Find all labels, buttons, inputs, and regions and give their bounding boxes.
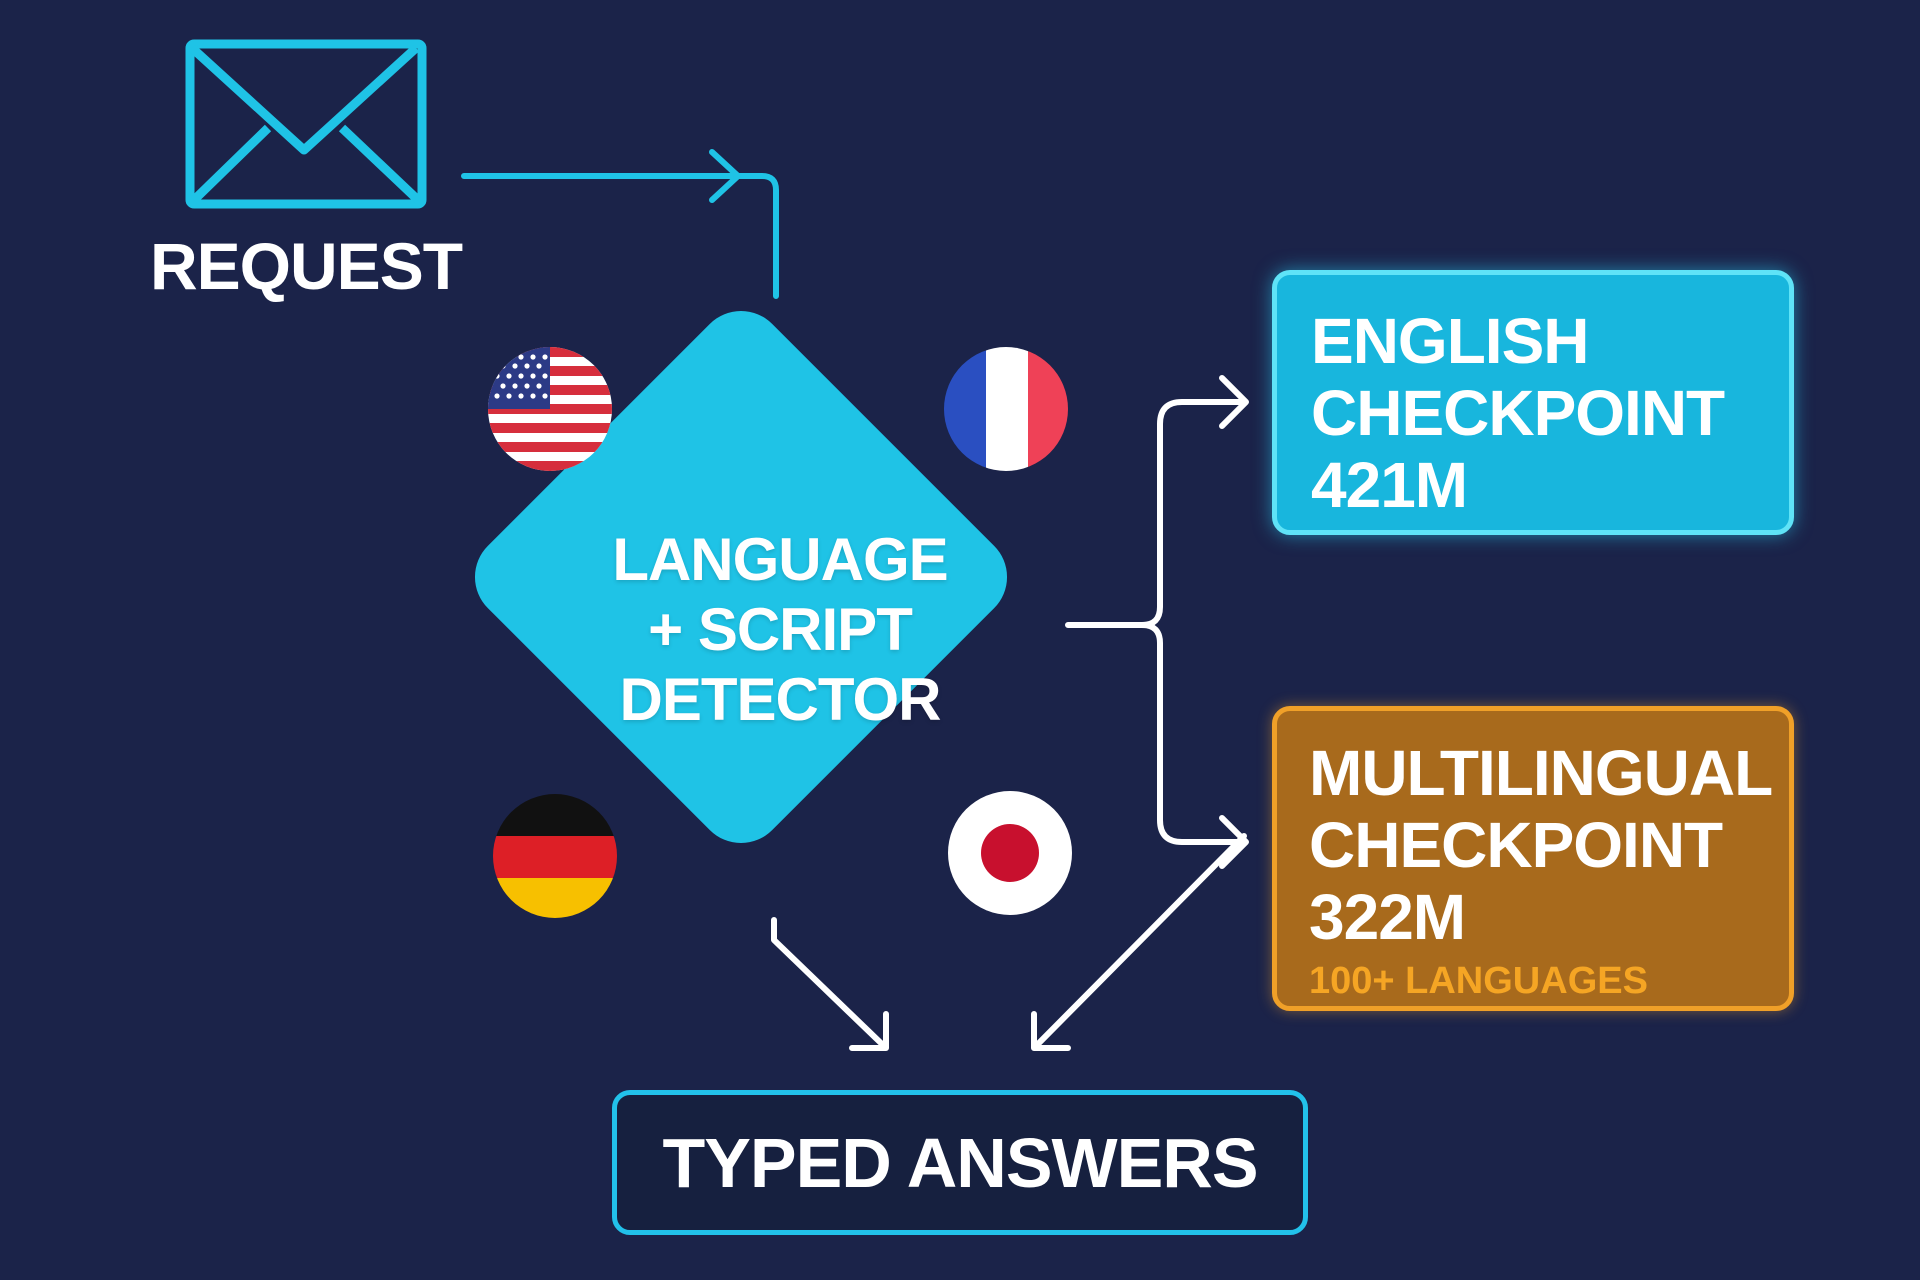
us-flag-icon <box>488 347 612 471</box>
detector-label: LANGUAGE + SCRIPT DETECTOR <box>560 520 1000 740</box>
germany-flag-icon <box>493 794 617 918</box>
typed-answers-label: TYPED ANSWERS <box>662 1123 1258 1202</box>
detector-to-answers-arrow <box>771 917 889 1051</box>
request-connector <box>461 149 779 299</box>
english-checkpoint-size: 421M <box>1311 449 1468 521</box>
japan-flag-icon <box>948 791 1072 915</box>
multilingual-checkpoint-box: MULTILINGUAL CHECKPOINT 322M 100+ LANGUA… <box>1272 706 1794 1011</box>
branch-connector <box>1065 375 1249 869</box>
english-checkpoint-line: ENGLISH <box>1311 305 1589 377</box>
english-checkpoint-line: CHECKPOINT <box>1311 377 1725 449</box>
multilingual-checkpoint-line: CHECKPOINT <box>1309 809 1723 881</box>
france-flag-icon <box>944 347 1068 471</box>
languages-note: 100+ LANGUAGES <box>1309 960 1648 1002</box>
english-checkpoint-box: ENGLISH CHECKPOINT 421M <box>1272 270 1794 535</box>
envelope-icon <box>185 39 427 209</box>
detector-line: + SCRIPT <box>648 596 913 663</box>
typed-answers-box: TYPED ANSWERS <box>612 1090 1308 1235</box>
multilingual-to-answers-arrow <box>1031 833 1247 1051</box>
request-label: REQUEST <box>150 229 463 303</box>
detector-line: LANGUAGE <box>612 526 948 593</box>
multilingual-checkpoint-size: 322M <box>1309 881 1466 953</box>
detector-line: DETECTOR <box>619 666 942 733</box>
multilingual-checkpoint-line: MULTILINGUAL <box>1309 737 1773 809</box>
detector-diamond <box>474 310 1008 844</box>
